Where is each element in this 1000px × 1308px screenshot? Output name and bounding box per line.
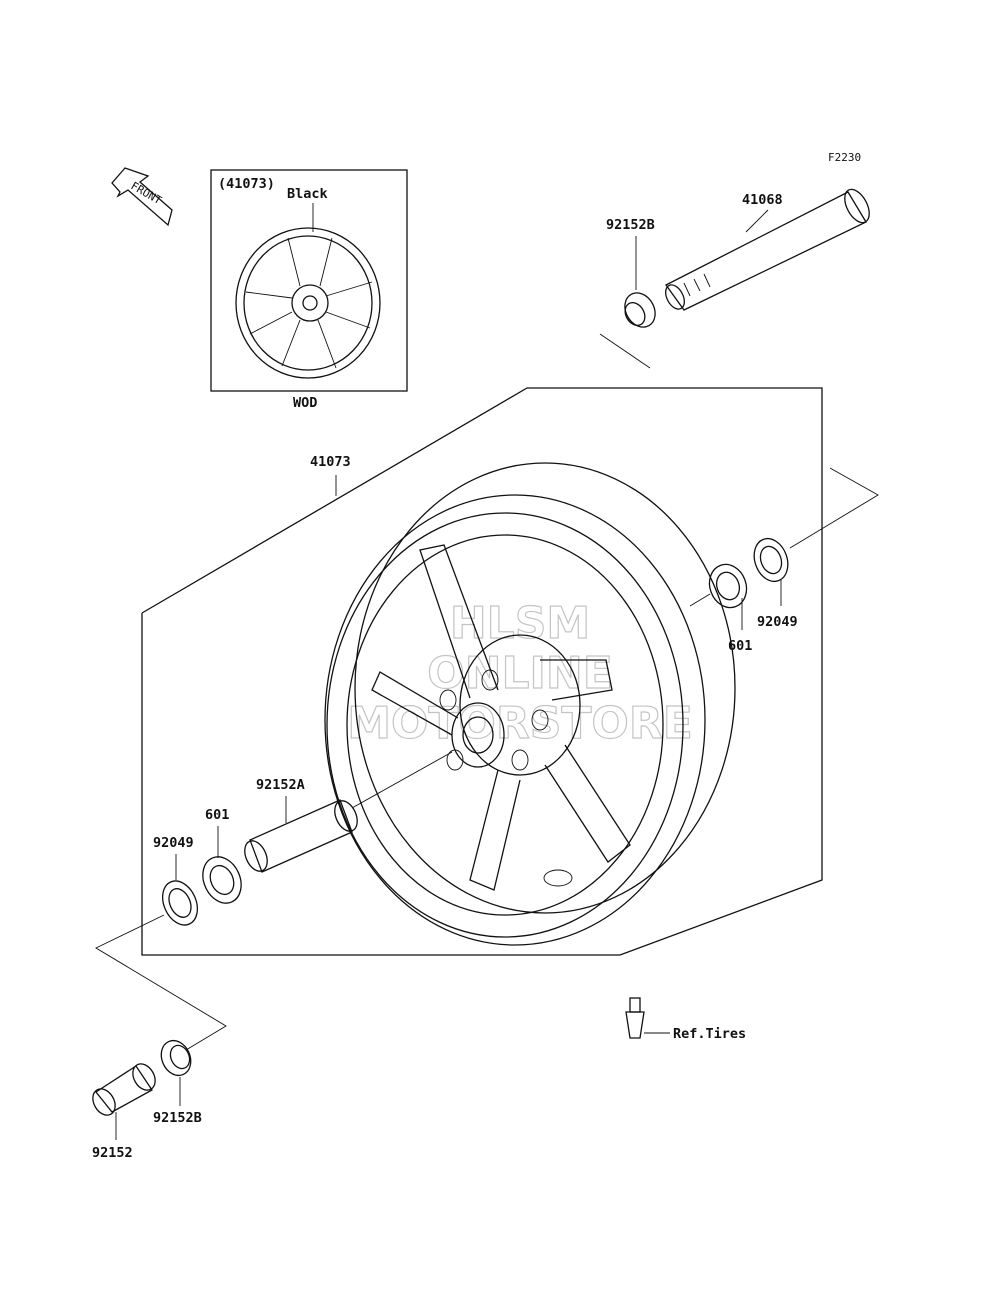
collar-left-icon xyxy=(92,1063,156,1116)
label-collar-left-b: 92152B xyxy=(153,1110,202,1126)
collar-top-icon xyxy=(624,292,656,328)
label-collar-top: 92152B xyxy=(606,217,655,233)
front-label: FRONT xyxy=(129,179,165,207)
seal-right-icon xyxy=(753,537,789,583)
label-collar-left: 92152 xyxy=(92,1145,133,1161)
bearing-right-icon xyxy=(708,563,748,609)
collar-left-b-icon xyxy=(160,1039,192,1077)
label-seal-right: 92049 xyxy=(757,614,798,630)
valve-icon xyxy=(625,997,645,1039)
spacer-icon xyxy=(244,799,358,873)
inset-ref-label: (41073) xyxy=(218,176,275,192)
wheel-assembly-frame xyxy=(141,387,823,956)
inset-caption: WOD xyxy=(293,395,317,411)
label-valve: Ref.Tires xyxy=(673,1026,746,1042)
bearing-left-icon xyxy=(202,856,242,904)
axle-icon xyxy=(665,188,870,311)
label-spacer: 92152A xyxy=(256,777,305,793)
label-axle: 41068 xyxy=(742,192,783,208)
front-arrow-icon: FRONT xyxy=(111,167,173,227)
watermark: HLSM ONLINE MOTORSTORE xyxy=(347,597,694,749)
inset-wheel-icon xyxy=(235,227,381,379)
label-bearing-right: 601 xyxy=(728,638,752,654)
diagram-code: F2230 xyxy=(828,151,861,164)
watermark-line-2: ONLINE xyxy=(427,648,613,699)
inset-color-label: Black xyxy=(287,186,328,202)
seal-left-icon xyxy=(161,880,199,926)
inset-box: (41073) Black WOD xyxy=(210,169,408,411)
label-wheel: 41073 xyxy=(310,454,351,470)
watermark-line-1: HLSM xyxy=(450,598,590,649)
watermark-line-3: MOTORSTORE xyxy=(347,698,693,749)
label-seal-left: 92049 xyxy=(153,835,194,851)
label-bearing-left: 601 xyxy=(205,807,229,823)
wheel-icon xyxy=(324,462,736,946)
